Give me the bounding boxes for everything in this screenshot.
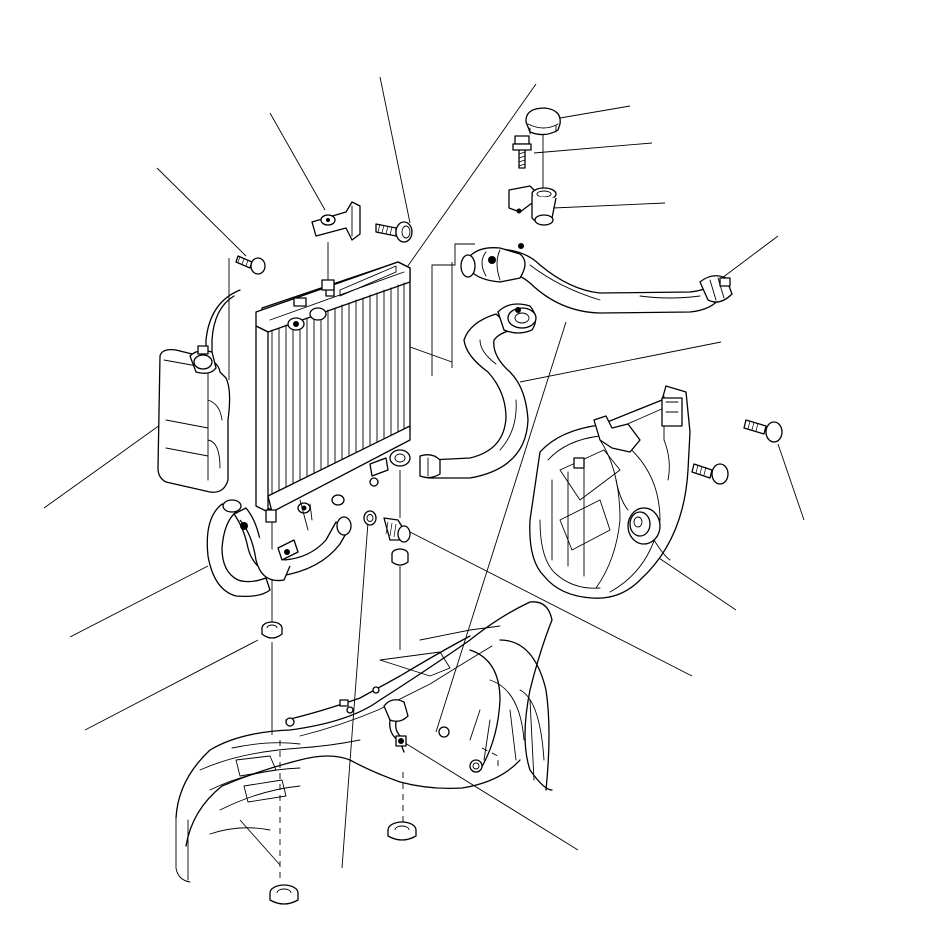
filler-neck xyxy=(508,185,557,226)
upper-mount-bracket xyxy=(311,201,361,291)
leader-lines xyxy=(43,76,805,882)
leader-cap-bolt xyxy=(533,142,653,154)
upper-radiator-hose xyxy=(460,243,723,314)
radiator-fins xyxy=(271,282,405,509)
leader-reserve-bolt xyxy=(156,167,247,257)
wire-harness-connector xyxy=(383,699,409,753)
drain-plug xyxy=(383,517,411,543)
leader-overflow-hose xyxy=(69,565,209,638)
fan-shroud xyxy=(529,385,691,599)
drain-plug-washer xyxy=(363,510,377,526)
fan-shroud-bolt xyxy=(743,419,783,443)
cap-bolt xyxy=(512,135,532,169)
reserve-tank xyxy=(157,345,231,493)
leader-radiator xyxy=(404,83,537,271)
radiator xyxy=(255,261,411,523)
lower-cushion-right xyxy=(391,548,409,566)
leader-lower-cushion xyxy=(84,639,259,731)
leader-fan-motor xyxy=(649,551,737,611)
upper-hose-clamp xyxy=(699,275,733,303)
leader-body-lower xyxy=(239,819,281,866)
body-grommet-lower xyxy=(269,884,299,905)
leader-bracket-bolt xyxy=(379,76,411,224)
overflow-tube xyxy=(205,289,241,357)
body-grommet-right xyxy=(387,821,417,841)
leader-lower-hose xyxy=(519,341,722,383)
leader-drain-washer xyxy=(341,521,369,869)
leader-frame-upper xyxy=(431,243,475,376)
leader-filler-neck xyxy=(552,202,666,209)
leader-drain-plug xyxy=(409,531,693,677)
fan-shroud-bolt-2 xyxy=(691,463,729,485)
lower-radiator-hose xyxy=(419,303,537,479)
leader-radiator-cap xyxy=(559,105,631,119)
leader-shroud-bolt xyxy=(777,443,805,521)
bracket-bolt xyxy=(375,221,413,243)
fan-motor xyxy=(615,479,671,561)
leader-upper-bracket xyxy=(269,112,326,211)
reserve-tank-bolt xyxy=(235,255,266,275)
leader-wire-connector xyxy=(396,737,579,851)
leader-hose-to-body xyxy=(435,321,567,733)
leader-upper-hose-clamp xyxy=(717,235,779,282)
leader-reserve-tank xyxy=(43,424,161,509)
lower-cushion xyxy=(261,621,283,639)
radiator-cap xyxy=(525,107,561,136)
overflow-hose xyxy=(206,499,352,598)
front-bulkhead xyxy=(175,601,553,883)
